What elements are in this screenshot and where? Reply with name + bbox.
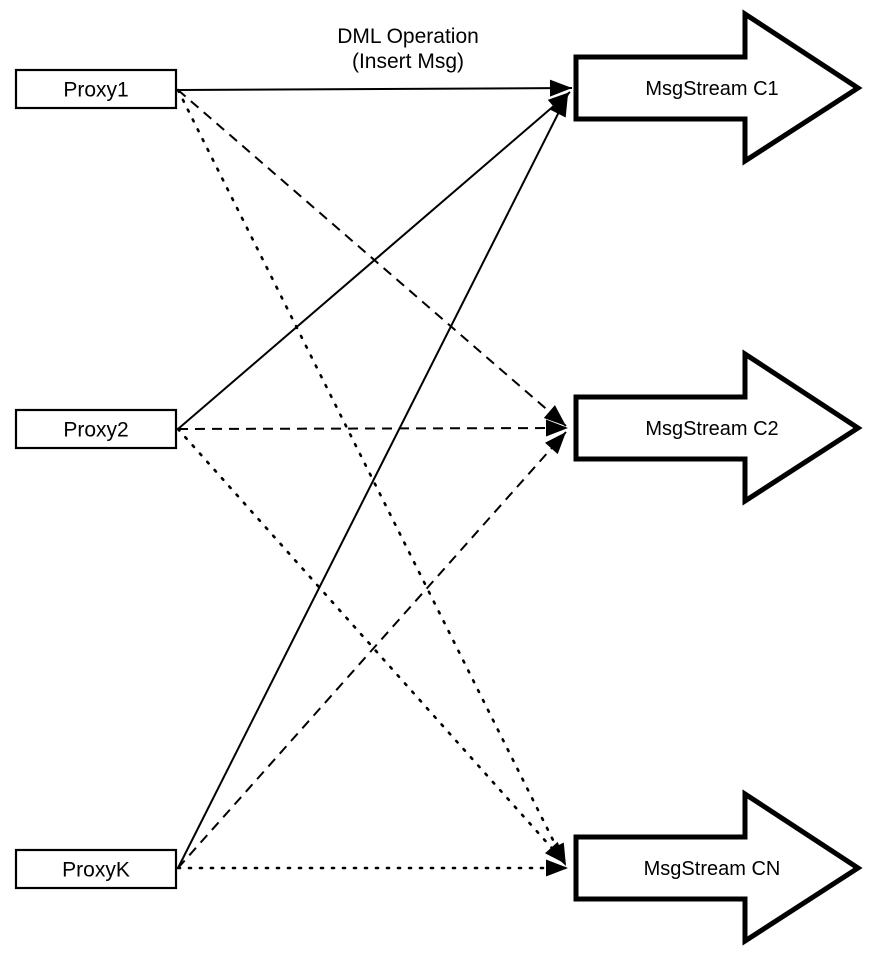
proxy-proxy2: Proxy2 [14, 408, 178, 450]
arrowhead-proxy2-to-c2 [545, 419, 568, 437]
proxy-label: ProxyK [62, 859, 130, 882]
stream-arrow-shape [573, 349, 863, 506]
proxy-box [14, 848, 178, 890]
links-layer [176, 87, 573, 870]
link-proxy1-to-c2 [177, 89, 567, 427]
edge-caption-line-2: (Insert Msg) [352, 50, 464, 73]
stream-arrow-shape [573, 9, 863, 166]
stream-stream_cn: MsgStream CN [573, 789, 863, 946]
arrowhead-proxy2-to-cn [545, 841, 566, 864]
link-proxyk-to-c2 [177, 431, 567, 869]
streams-layer: MsgStream C1 MsgStream C2 MsgStream CN [573, 9, 863, 946]
arrowhead-proxy1-to-c1 [549, 79, 572, 97]
stream-label: MsgStream C1 [645, 78, 778, 100]
link-proxy2-to-c1 [177, 91, 571, 430]
arrowhead-proxy1-to-c2 [543, 405, 566, 426]
proxy-box [14, 68, 178, 110]
stream-label: MsgStream CN [644, 858, 781, 880]
proxy-proxyk: ProxyK [14, 848, 178, 890]
edge-caption-line-1: DML Operation [337, 25, 479, 48]
proxy-label: Proxy2 [63, 419, 128, 442]
arrowhead-proxyk-to-cn [546, 859, 568, 877]
stream-label: MsgStream C2 [645, 418, 778, 440]
arrowhead-proxyk-to-c1 [550, 94, 568, 118]
link-proxy1-to-cn [176, 88, 568, 868]
stream-arrow-shape [573, 789, 863, 946]
link-proxyk-to-c1 [177, 93, 569, 869]
arrowheads-layer [543, 79, 572, 877]
edge-caption: DML Operation (Insert Msg) [337, 25, 479, 73]
arrowhead-proxyk-to-c2 [545, 432, 566, 455]
link-proxy2-to-cn [176, 427, 568, 866]
proxy-proxy1: Proxy1 [14, 68, 178, 110]
link-proxy1-to-c1 [177, 87, 573, 91]
link-proxy2-to-c2 [177, 427, 569, 430]
stream-stream_c1: MsgStream C1 [573, 9, 863, 166]
proxy-box [14, 408, 178, 450]
proxy-label: Proxy1 [63, 79, 128, 102]
stream-stream_c2: MsgStream C2 [573, 349, 863, 506]
